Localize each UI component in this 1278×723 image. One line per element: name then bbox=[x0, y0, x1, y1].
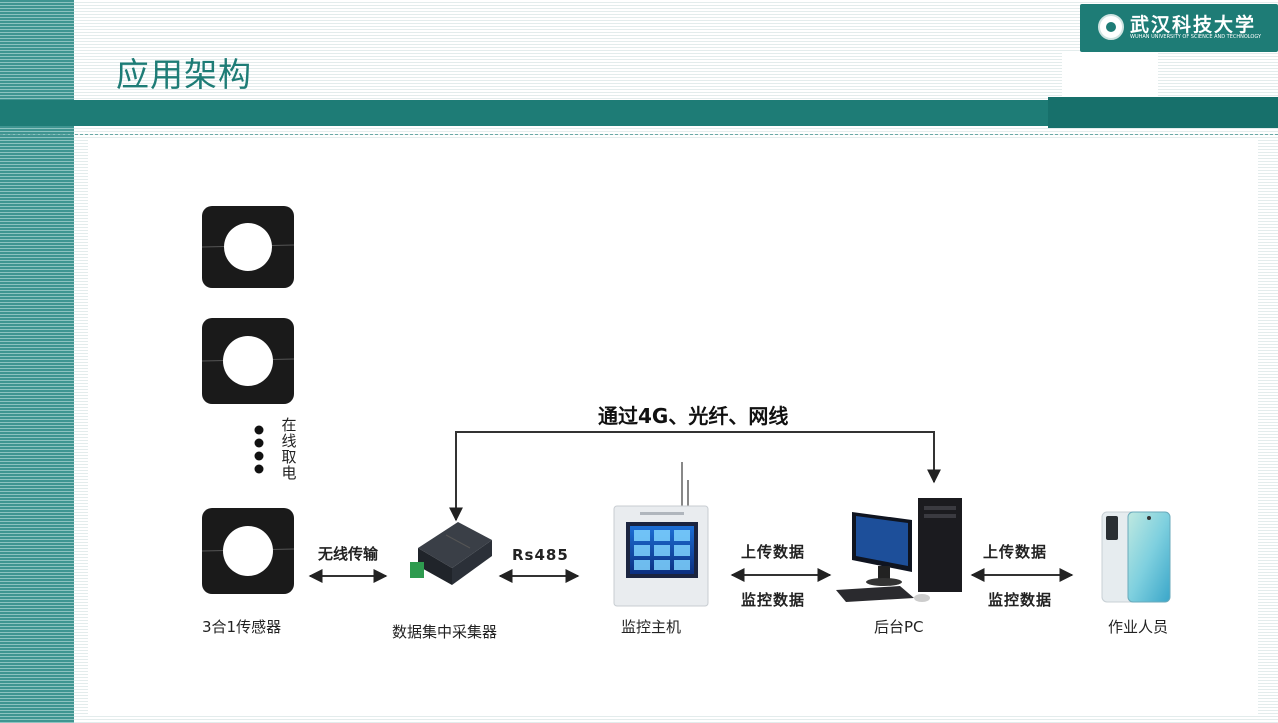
node-sensor-label: 3合1传感器 bbox=[202, 618, 282, 636]
header-band-right bbox=[1048, 97, 1278, 128]
top-link-label: 通过4G、光纤、网线 bbox=[598, 404, 789, 428]
sensor-ring-1 bbox=[201, 206, 295, 288]
ellipsis-dots bbox=[254, 425, 264, 474]
online-power-label: 在线取电 bbox=[281, 416, 297, 482]
sensor-ring-2 bbox=[201, 318, 295, 404]
logo-cn-text: 武汉科技大学 bbox=[1130, 14, 1257, 36]
edge-host-pc-bottom-label: 监控数据 bbox=[741, 591, 806, 609]
header-divider bbox=[0, 134, 1278, 135]
sensor-ring-3 bbox=[201, 508, 295, 594]
edge-pc-staff-top-label: 上传数据 bbox=[983, 543, 1048, 561]
slide-title: 应用架构 bbox=[116, 55, 252, 94]
backend-pc-device bbox=[836, 498, 962, 602]
edge-collector-host-label: Rs485 bbox=[512, 546, 569, 564]
top-link-connector bbox=[449, 431, 941, 522]
monitoring-host-device bbox=[613, 462, 709, 607]
logo-en-text: WUHAN UNIVERSITY OF SCIENCE AND TECHNOLO… bbox=[1130, 34, 1262, 40]
edge-host-pc-top-label: 上传数据 bbox=[741, 543, 806, 561]
node-pc-label: 后台PC bbox=[874, 618, 924, 636]
data-collector-device bbox=[410, 522, 492, 585]
university-seal-icon bbox=[1098, 14, 1124, 40]
staff-phone-device bbox=[1101, 511, 1171, 603]
node-staff-label: 作业人员 bbox=[1108, 618, 1169, 636]
edge-pc-staff-bottom-label: 监控数据 bbox=[988, 591, 1053, 609]
node-host-label: 监控主机 bbox=[621, 618, 682, 636]
logo-underlay bbox=[1062, 52, 1158, 97]
university-logo: 武汉科技大学 WUHAN UNIVERSITY OF SCIENCE AND T… bbox=[1080, 4, 1278, 52]
node-collector-label: 数据集中采集器 bbox=[392, 623, 498, 641]
edge-sensor-collector-label: 无线传输 bbox=[318, 545, 379, 563]
